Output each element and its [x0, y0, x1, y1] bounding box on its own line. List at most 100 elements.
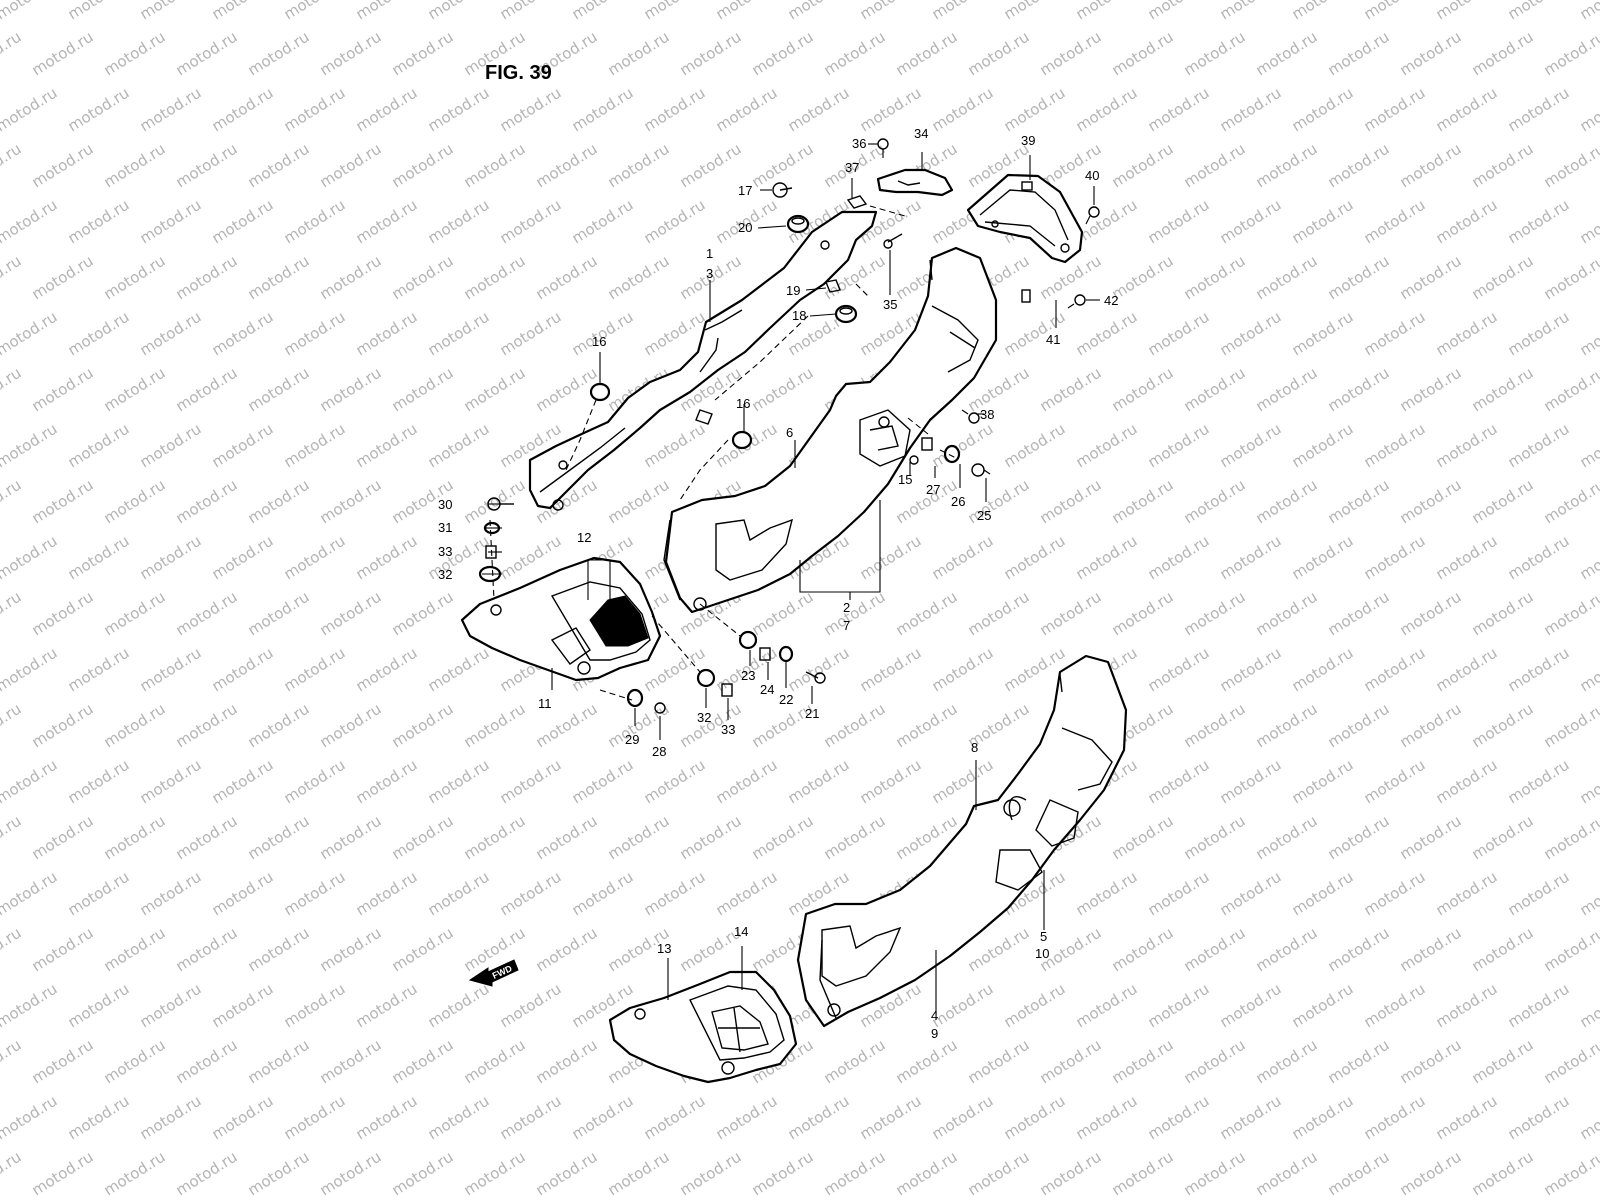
label-36: 36 — [852, 136, 866, 151]
watermark-text: motod.ru — [0, 812, 24, 864]
watermark-text: motod.ru — [65, 644, 133, 696]
watermark-text: motod.ru — [929, 980, 997, 1032]
watermark-text: motod.ru — [389, 700, 457, 752]
watermark-text: motod.ru — [461, 140, 529, 192]
watermark-text: motod.ru — [497, 1092, 565, 1144]
watermark-text: motod.ru — [101, 588, 169, 640]
watermark-text: motod.ru — [857, 756, 925, 808]
watermark-text: motod.ru — [1181, 1148, 1249, 1200]
label-41: 41 — [1046, 332, 1060, 347]
watermark-text: motod.ru — [317, 364, 385, 416]
watermark-text: motod.ru — [101, 812, 169, 864]
watermark-text: motod.ru — [1541, 364, 1600, 416]
watermark-text: motod.ru — [1217, 1092, 1285, 1144]
watermark-text: motod.ru — [1073, 532, 1141, 584]
label-2: 2 — [843, 600, 850, 615]
watermark-text: motod.ru — [1433, 644, 1501, 696]
watermark-text: motod.ru — [1469, 476, 1537, 528]
watermark-text: motod.ru — [965, 588, 1033, 640]
watermark-text: motod.ru — [461, 924, 529, 976]
watermark-text: motod.ru — [0, 588, 24, 640]
watermark-text: motod.ru — [1037, 28, 1105, 80]
watermark-text: motod.ru — [1145, 532, 1213, 584]
label-32-lower: 32 — [697, 710, 711, 725]
watermark-text: motod.ru — [281, 532, 349, 584]
label-38: 38 — [980, 407, 994, 422]
label-34: 34 — [914, 126, 928, 141]
label-23: 23 — [741, 668, 755, 683]
watermark-text: motod.ru — [1541, 140, 1600, 192]
part-1-3-frame-cover — [528, 210, 878, 511]
watermark-text: motod.ru — [785, 756, 853, 808]
watermark-text: motod.ru — [1505, 1092, 1573, 1144]
watermark-text: motod.ru — [641, 1092, 709, 1144]
watermark-text: motod.ru — [353, 644, 421, 696]
watermark-text: motod.ru — [353, 420, 421, 472]
watermark-text: motod.ru — [1145, 644, 1213, 696]
watermark-text: motod.ru — [29, 140, 97, 192]
watermark-text: motod.ru — [425, 0, 493, 23]
watermark-text: motod.ru — [281, 420, 349, 472]
watermark-text: motod.ru — [1073, 980, 1141, 1032]
label-25: 25 — [977, 508, 991, 523]
watermark-text: motod.ru — [929, 756, 997, 808]
watermark-text: motod.ru — [1433, 196, 1501, 248]
watermark-text: motod.ru — [1505, 756, 1573, 808]
watermark-text: motod.ru — [1217, 420, 1285, 472]
watermark-text: motod.ru — [641, 196, 709, 248]
watermark-text: motod.ru — [425, 756, 493, 808]
watermark-text: motod.ru — [1577, 756, 1600, 808]
watermark-text: motod.ru — [1469, 252, 1537, 304]
watermark-text: motod.ru — [1361, 0, 1429, 23]
watermark-text: motod.ru — [137, 980, 205, 1032]
watermark-text: motod.ru — [353, 1092, 421, 1144]
watermark-text: motod.ru — [1217, 0, 1285, 23]
watermark-text: motod.ru — [1073, 868, 1141, 920]
watermark-text: motod.ru — [461, 1036, 529, 1088]
watermark-text: motod.ru — [137, 0, 205, 23]
watermark-text: motod.ru — [1397, 1036, 1465, 1088]
watermark-text: motod.ru — [605, 476, 673, 528]
watermark-text: motod.ru — [173, 28, 241, 80]
watermark-text: motod.ru — [1145, 756, 1213, 808]
watermark-text: motod.ru — [1073, 84, 1141, 136]
label-18: 18 — [792, 308, 806, 323]
watermark-text: motod.ru — [1253, 1148, 1321, 1200]
watermark-text: motod.ru — [1361, 532, 1429, 584]
watermark-text: motod.ru — [1289, 868, 1357, 920]
watermark-text: motod.ru — [713, 84, 781, 136]
watermark-text: motod.ru — [1289, 756, 1357, 808]
label-17: 17 — [738, 183, 752, 198]
watermark-text: motod.ru — [1505, 420, 1573, 472]
watermark-text: motod.ru — [245, 28, 313, 80]
watermark-text: motod.ru — [1109, 588, 1177, 640]
watermark-text: motod.ru — [425, 84, 493, 136]
watermark-text: motod.ru — [1397, 812, 1465, 864]
watermark-text: motod.ru — [389, 1148, 457, 1200]
watermark-text: motod.ru — [173, 700, 241, 752]
watermark-text: motod.ru — [317, 140, 385, 192]
watermark-text: motod.ru — [533, 1148, 601, 1200]
watermark-text: motod.ru — [821, 812, 889, 864]
watermark-text: motod.ru — [461, 1148, 529, 1200]
label-39: 39 — [1021, 133, 1035, 148]
watermark-text: motod.ru — [533, 1036, 601, 1088]
watermark-text: motod.ru — [497, 980, 565, 1032]
label-20: 20 — [738, 220, 752, 235]
watermark-text: motod.ru — [173, 588, 241, 640]
watermark-text: motod.ru — [209, 196, 277, 248]
watermark-text: motod.ru — [1037, 476, 1105, 528]
watermark-text: motod.ru — [1541, 924, 1600, 976]
watermark-text: motod.ru — [1577, 84, 1600, 136]
label-30: 30 — [438, 497, 452, 512]
part-6-side-cover-left — [663, 246, 998, 614]
watermark-text: motod.ru — [29, 476, 97, 528]
label-11: 11 — [538, 696, 552, 711]
watermark-text: motod.ru — [569, 868, 637, 920]
watermark-text: motod.ru — [1397, 476, 1465, 528]
watermark-text: motod.ru — [245, 1036, 313, 1088]
watermark-text: motod.ru — [1541, 476, 1600, 528]
watermark-text: motod.ru — [281, 196, 349, 248]
watermark-text: motod.ru — [497, 308, 565, 360]
watermark-text: motod.ru — [1073, 0, 1141, 23]
